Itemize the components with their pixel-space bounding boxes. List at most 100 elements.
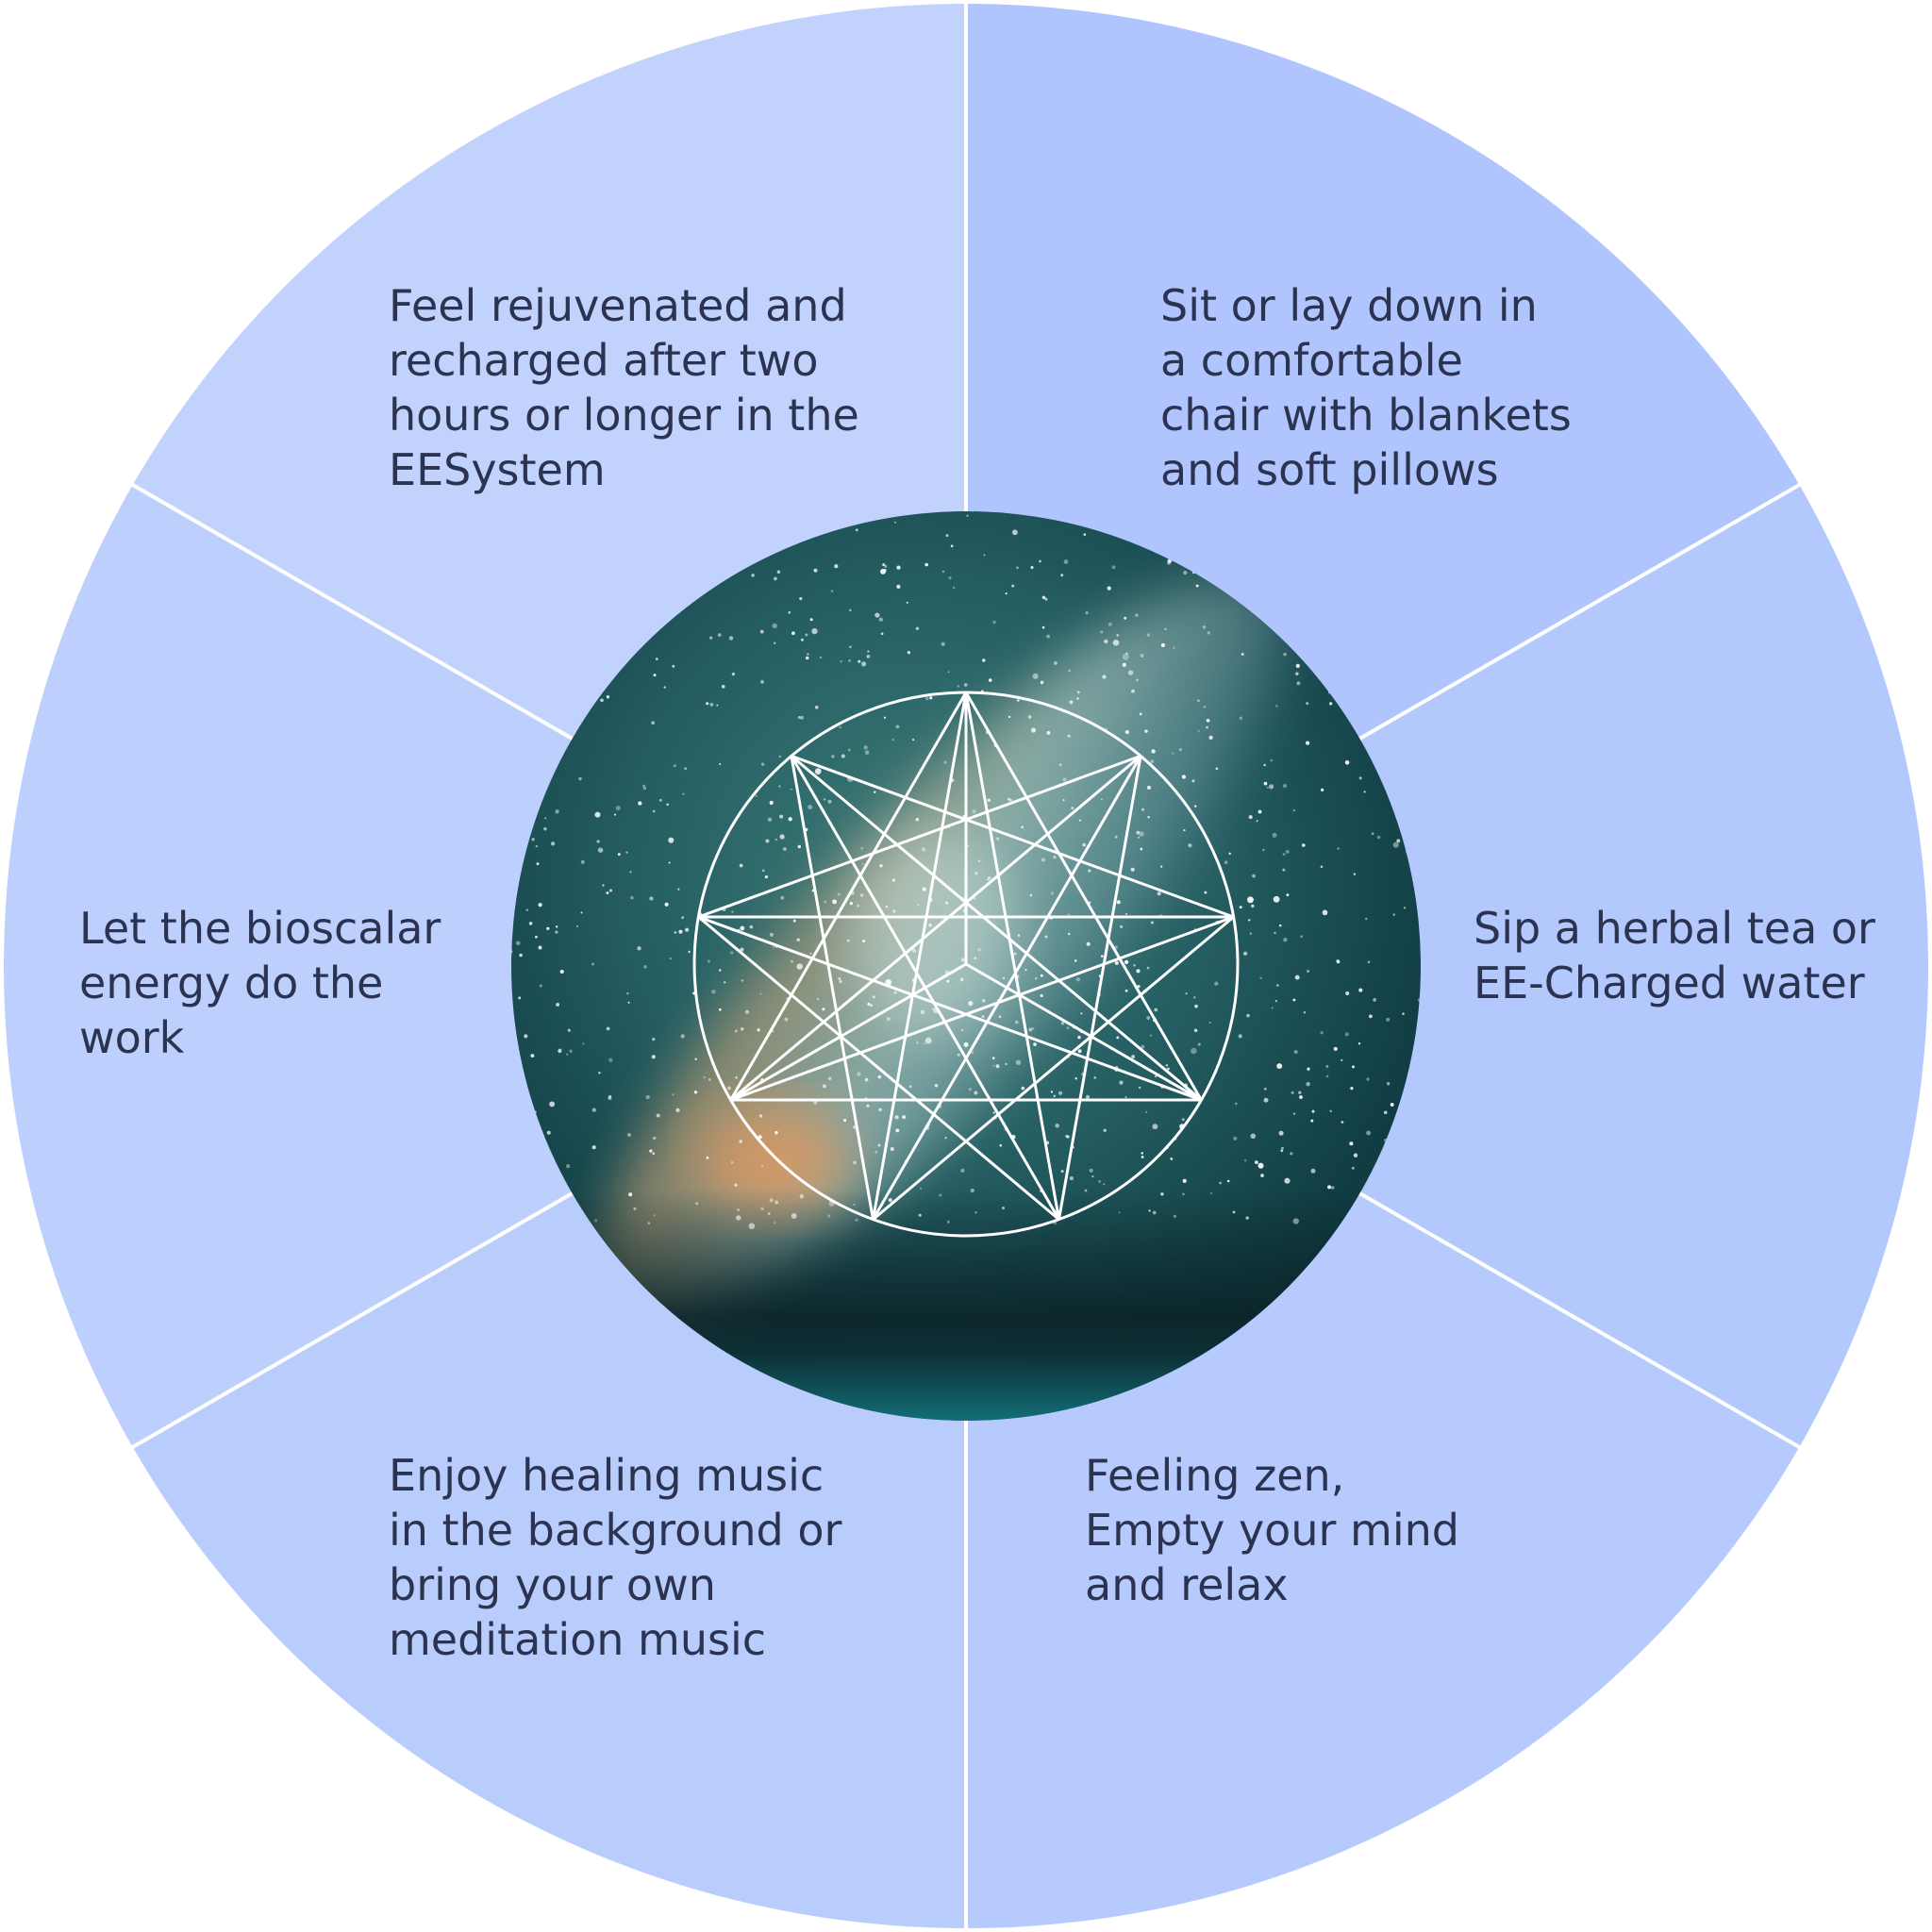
star (649, 1149, 653, 1153)
star (861, 661, 867, 667)
star (1320, 788, 1324, 792)
star (769, 932, 774, 937)
star (880, 632, 884, 636)
label-line: and soft pillows (1160, 444, 1499, 495)
star (1021, 825, 1024, 829)
star (1243, 1159, 1247, 1162)
star (1366, 1077, 1370, 1081)
star (840, 660, 842, 663)
star (1402, 1012, 1405, 1015)
star (1291, 1091, 1294, 1094)
star (774, 641, 776, 644)
star (774, 1131, 778, 1135)
star (778, 755, 782, 758)
label-line: a comfortable (1160, 335, 1463, 386)
segment-herbal-tea (966, 485, 1928, 1447)
star (515, 941, 521, 946)
star (1060, 1021, 1065, 1025)
star (823, 798, 826, 801)
star (988, 678, 992, 682)
star (963, 683, 968, 687)
star (1011, 529, 1018, 536)
star (1195, 584, 1199, 588)
star (827, 1076, 832, 1081)
star (1083, 533, 1087, 536)
star (1183, 571, 1188, 575)
star (1007, 797, 1010, 801)
star (1263, 1087, 1267, 1091)
star (536, 862, 540, 866)
star (1299, 1095, 1303, 1099)
star (957, 685, 960, 688)
star (773, 576, 777, 581)
star (525, 908, 529, 911)
star (666, 803, 669, 807)
star (1295, 672, 1299, 675)
star (797, 844, 802, 849)
star (1139, 712, 1142, 716)
star (1062, 799, 1065, 802)
star (1307, 970, 1310, 973)
star (986, 878, 989, 881)
star (1035, 977, 1038, 980)
star (1228, 852, 1231, 856)
star (931, 1008, 934, 1010)
star (566, 1053, 569, 1056)
star (1178, 748, 1182, 752)
star (796, 938, 800, 941)
star (944, 1137, 947, 1140)
star (877, 1074, 882, 1079)
star (535, 844, 538, 848)
star (1368, 1014, 1373, 1019)
star (915, 626, 920, 630)
star (627, 1001, 630, 1004)
star (1283, 652, 1287, 657)
star (1193, 805, 1197, 808)
star (578, 776, 582, 781)
star (1124, 616, 1127, 620)
star (664, 902, 669, 907)
star (1149, 1034, 1153, 1037)
star (924, 696, 929, 701)
star (1294, 974, 1300, 980)
star (740, 947, 744, 952)
star (999, 1143, 1003, 1147)
star (1246, 1013, 1250, 1018)
star (809, 952, 812, 955)
star (1040, 993, 1043, 997)
star (1137, 985, 1141, 989)
star (769, 800, 774, 806)
star (1172, 752, 1174, 755)
star (1076, 691, 1080, 694)
star (1122, 653, 1129, 660)
star (1215, 767, 1219, 771)
star (706, 1157, 709, 1159)
star (941, 570, 945, 574)
star (1111, 565, 1116, 570)
star (672, 664, 675, 668)
star (708, 1077, 711, 1081)
star (1136, 830, 1141, 835)
star (1386, 1017, 1391, 1022)
star (1306, 702, 1309, 706)
star (1074, 1076, 1077, 1080)
star (791, 631, 795, 636)
star (594, 811, 601, 818)
star (1146, 785, 1152, 791)
star (1108, 622, 1112, 626)
star (1191, 1047, 1197, 1055)
star (983, 554, 986, 557)
star (807, 653, 809, 656)
star (1112, 639, 1120, 646)
star (860, 893, 864, 897)
geometry-line (964, 691, 1203, 1101)
star (728, 636, 734, 641)
star (867, 650, 870, 653)
star (1341, 1058, 1343, 1062)
star (538, 903, 542, 908)
star (730, 1160, 734, 1164)
star (1345, 991, 1350, 996)
star (977, 947, 982, 952)
star (1104, 639, 1108, 644)
star (1131, 689, 1135, 693)
